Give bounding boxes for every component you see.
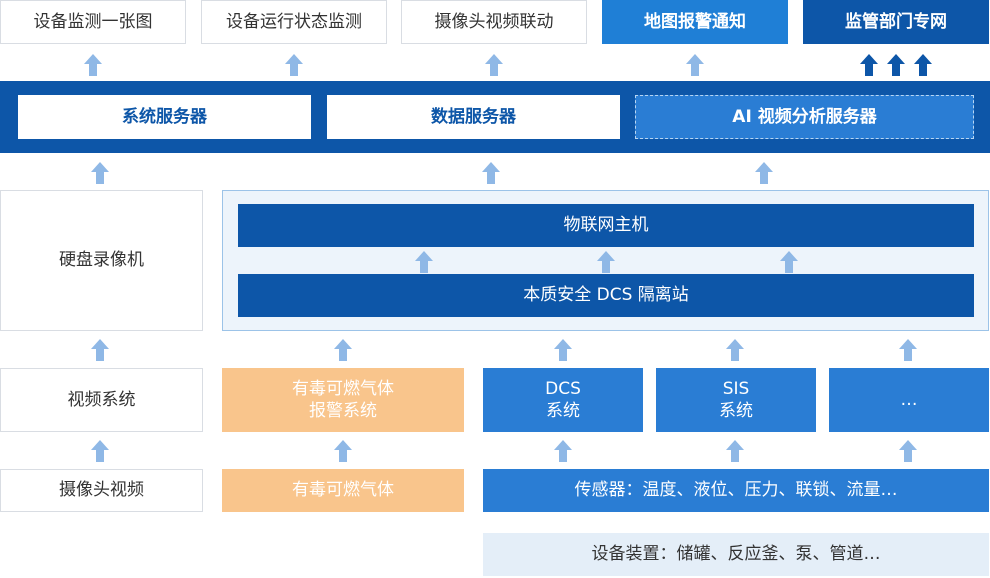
video-system-box: 视频系统	[0, 368, 203, 432]
up-arrow-icon	[686, 54, 704, 76]
up-arrow-icon	[899, 440, 917, 462]
up-arrow-icon	[285, 54, 303, 76]
up-arrow-icon	[726, 339, 744, 361]
up-arrow-icon	[780, 251, 798, 273]
up-arrow-icon	[91, 339, 109, 361]
device-monitor-box: 设备监测一张图	[0, 0, 186, 44]
up-arrow-icon	[726, 440, 744, 462]
more-systems-box: …	[829, 368, 989, 432]
up-arrow-icon	[482, 162, 500, 184]
data-server-box: 数据服务器	[327, 95, 620, 139]
up-arrow-icon	[597, 251, 615, 273]
iot-host-bar: 物联网主机	[238, 204, 974, 247]
isolation-station-bar: 本质安全 DCS 隔离站	[238, 274, 974, 317]
nvr-box: 硬盘录像机	[0, 190, 203, 331]
up-arrow-icon	[554, 440, 572, 462]
system-server-box: 系统服务器	[18, 95, 311, 139]
dcs-system-box: DCS 系统	[483, 368, 643, 432]
ai-video-server-box: AI 视频分析服务器	[635, 95, 974, 139]
up-arrow-icon	[485, 54, 503, 76]
up-arrow-icon	[887, 54, 905, 76]
up-arrow-icon	[415, 251, 433, 273]
regulator-network-box: 监管部门专网	[803, 0, 989, 44]
up-arrow-icon	[334, 339, 352, 361]
up-arrow-icon	[860, 54, 878, 76]
map-alarm-box: 地图报警通知	[602, 0, 788, 44]
equipment-status-box: 设备运行状态监测	[201, 0, 387, 44]
up-arrow-icon	[84, 54, 102, 76]
up-arrow-icon	[554, 339, 572, 361]
up-arrow-icon	[91, 440, 109, 462]
up-arrow-icon	[755, 162, 773, 184]
equipment-box: 设备装置：储罐、反应釜、泵、管道…	[483, 533, 989, 576]
camera-video-box: 摄像头视频	[0, 469, 203, 512]
sensors-box: 传感器：温度、液位、压力、联锁、流量…	[483, 469, 989, 512]
camera-linkage-box: 摄像头视频联动	[401, 0, 587, 44]
up-arrow-icon	[899, 339, 917, 361]
up-arrow-icon	[914, 54, 932, 76]
gas-source-box: 有毒可燃气体	[222, 469, 464, 512]
up-arrow-icon	[91, 162, 109, 184]
up-arrow-icon	[334, 440, 352, 462]
gas-alarm-system-box: 有毒可燃气体 报警系统	[222, 368, 464, 432]
sis-system-box: SIS 系统	[656, 368, 816, 432]
